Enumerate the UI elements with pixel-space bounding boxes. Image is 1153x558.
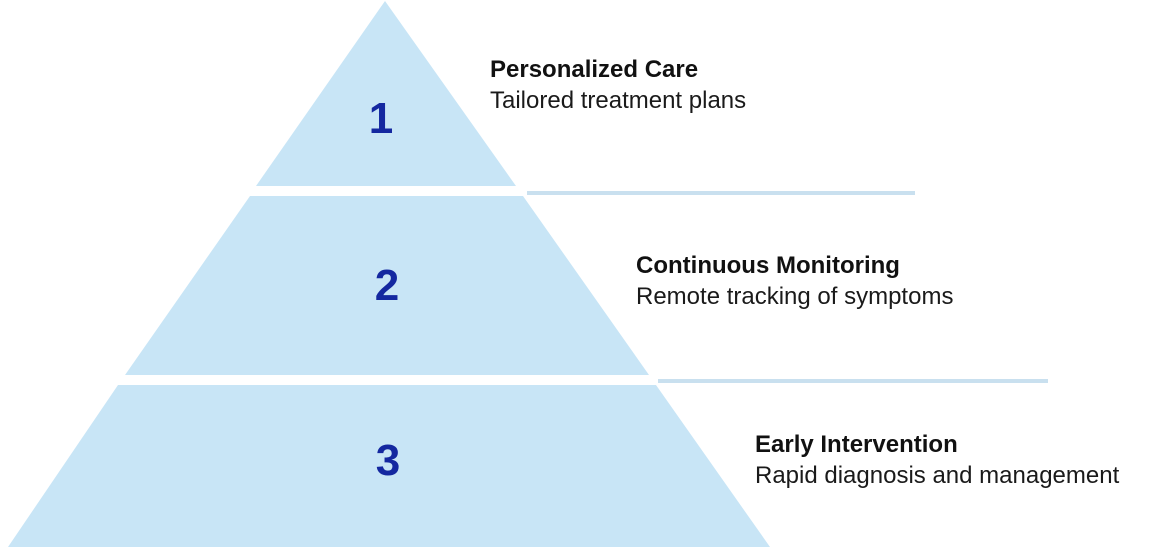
- level-3-label: Early Intervention Rapid diagnosis and m…: [755, 429, 1119, 491]
- level-1-label: Personalized Care Tailored treatment pla…: [490, 54, 746, 116]
- level-2-title: Continuous Monitoring: [636, 252, 900, 279]
- pyramid-level-2-shape: [125, 196, 649, 375]
- level-1-title: Personalized Care: [490, 56, 699, 83]
- level-1-number: 1: [369, 94, 393, 143]
- pyramid-level-1-shape: [256, 1, 516, 186]
- level-1-description: Tailored treatment plans: [490, 87, 747, 114]
- level-3-title: Early Intervention: [755, 431, 958, 458]
- level-3-number: 3: [376, 436, 400, 485]
- level-3-description: Rapid diagnosis and management: [755, 462, 1120, 489]
- level-2-label: Continuous Monitoring Remote tracking of…: [636, 250, 953, 312]
- pyramid-level-3-shape: [8, 385, 770, 547]
- level-2-description: Remote tracking of symptoms: [636, 283, 954, 310]
- separator-line-2: [658, 379, 1048, 383]
- level-2-number: 2: [375, 261, 399, 310]
- separator-line-1: [527, 191, 915, 195]
